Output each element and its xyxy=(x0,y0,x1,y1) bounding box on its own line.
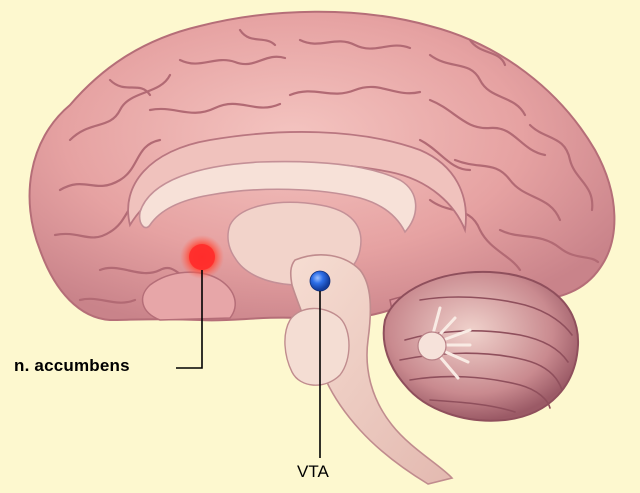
vta-label: VTA xyxy=(297,462,329,481)
corpus-callosum xyxy=(138,160,417,234)
pons xyxy=(284,307,350,386)
nucleus-accumbens-label: n. accumbens xyxy=(14,356,130,375)
nacc-leader-line xyxy=(176,270,203,369)
leader-lines xyxy=(176,270,321,458)
cerebellum xyxy=(382,270,580,422)
vta-marker xyxy=(309,270,331,292)
orbitofrontal-region xyxy=(141,271,236,321)
